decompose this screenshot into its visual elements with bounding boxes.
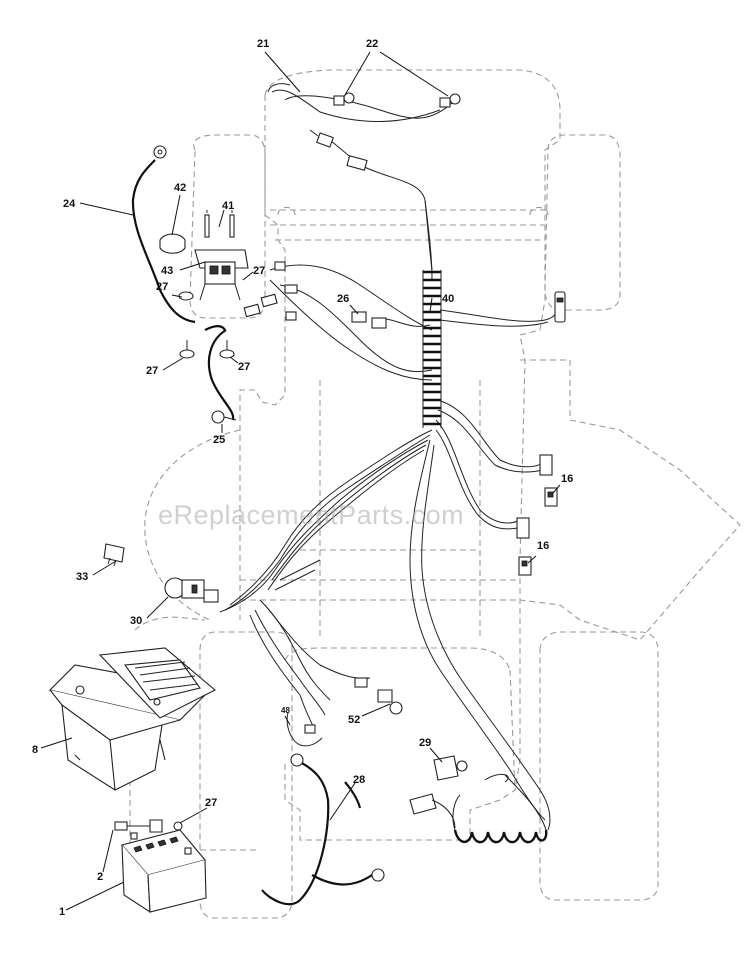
callout-25: 25 [213, 434, 225, 446]
callout-26: 26 [337, 293, 349, 305]
callout-27-e: 27 [205, 797, 217, 809]
callout-24: 24 [63, 198, 76, 210]
headlight-harness [267, 83, 368, 171]
small-connectors [243, 261, 298, 321]
callout-43: 43 [161, 265, 173, 277]
connector-26 [351, 311, 387, 329]
connector-52 [354, 677, 403, 715]
callout-48: 48 [281, 706, 290, 715]
callout-42: 42 [174, 182, 186, 194]
callout-27-d: 27 [238, 361, 250, 373]
battery-cable-28 [261, 753, 385, 906]
callout-30: 30 [130, 615, 142, 627]
callout-21: 21 [257, 38, 269, 50]
callout-1: 1 [59, 906, 65, 918]
washers-27 [178, 291, 235, 359]
switch-16-lower [516, 517, 532, 576]
battery-tray-8 [48, 647, 216, 791]
callout-27-c: 27 [146, 365, 158, 377]
callout-16-a: 16 [561, 473, 573, 485]
callout-27-a: 27 [156, 281, 168, 293]
callout-29: 29 [419, 737, 431, 749]
callout-labels: 21 22 24 42 41 43 27 27 26 40 27 27 25 1… [32, 38, 573, 918]
battery-cable-24 [131, 145, 196, 324]
headlight-bulb-left [333, 92, 355, 106]
callout-28: 28 [353, 774, 365, 786]
callout-41: 41 [222, 200, 234, 212]
harness-wrap-coil [422, 270, 442, 428]
battery-1 [121, 829, 207, 914]
solenoid-assembly [159, 210, 249, 301]
ignition-switch-30 [164, 577, 219, 603]
callout-16-b: 16 [537, 540, 549, 552]
seat-safety-switch-29 [409, 755, 468, 829]
callout-22: 22 [366, 38, 378, 50]
connector-48 [286, 711, 323, 747]
callout-8: 8 [32, 744, 38, 756]
callout-40: 40 [442, 293, 454, 305]
battery-bolt-2 [114, 819, 183, 833]
tractor-frame-outline [129, 69, 741, 919]
callout-27-b: 27 [253, 265, 265, 277]
callout-52: 52 [348, 714, 360, 726]
switch-16-upper [539, 454, 558, 507]
connector-right-front [554, 291, 566, 323]
coiled-cable [452, 773, 548, 844]
watermark-text: eReplacementParts.com [158, 500, 465, 530]
ground-cable-25 [207, 329, 237, 424]
main-wiring-harness [219, 89, 563, 831]
callout-2: 2 [97, 871, 103, 883]
leader-lines [40, 51, 561, 911]
callout-33: 33 [76, 571, 88, 583]
headlight-bulb-right [439, 93, 461, 108]
